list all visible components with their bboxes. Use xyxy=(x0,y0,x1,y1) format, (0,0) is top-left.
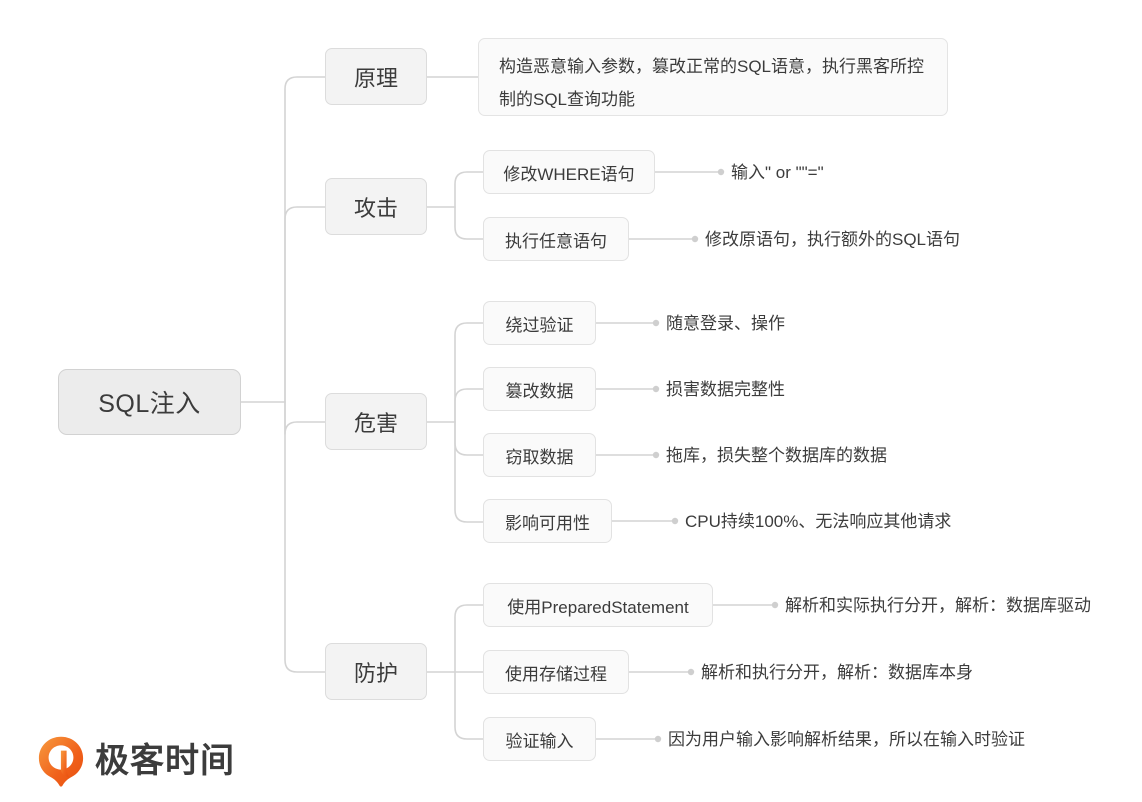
leaf-box-modify-where-label: 修改WHERE语句 xyxy=(503,164,635,184)
leaf-note-modify-where: 输入" or ""=" xyxy=(731,164,824,181)
leaf-note-bypass-auth-label: 随意登录、操作 xyxy=(666,314,785,333)
leaf-note-stored-procedure: 解析和执行分开，解析：数据库本身 xyxy=(701,664,973,681)
branch-node-attack[interactable]: 攻击 xyxy=(325,178,427,235)
root-node[interactable]: SQL注入 xyxy=(58,369,241,435)
leaf-note-steal-data: 拖库，损失整个数据库的数据 xyxy=(666,447,887,464)
brand-logo: 极客时间 xyxy=(38,736,235,788)
leaf-note-stored-procedure-label: 解析和执行分开，解析：数据库本身 xyxy=(701,663,973,682)
branch-node-principle-label: 原理 xyxy=(353,65,398,91)
leaf-box-availability[interactable]: 影响可用性 xyxy=(483,499,612,543)
leaf-box-stored-procedure-label: 使用存储过程 xyxy=(505,664,607,684)
leaf-note-prepared-statement-label: 解析和实际执行分开，解析：数据库驱动 xyxy=(785,596,1091,615)
branch-node-principle[interactable]: 原理 xyxy=(325,48,427,105)
leaf-note-availability: CPU持续100%、无法响应其他请求 xyxy=(685,513,951,530)
leaf-box-bypass-auth[interactable]: 绕过验证 xyxy=(483,301,596,345)
leaf-box-prepared-statement-label: 使用PreparedStatement xyxy=(507,597,689,617)
leaf-box-principle-description-label: 构造恶意输入参数，篡改正常的SQL语意，执行黑客所控制的SQL查询功能 xyxy=(499,57,925,109)
branch-node-protection[interactable]: 防护 xyxy=(325,643,427,700)
branch-node-attack-label: 攻击 xyxy=(353,195,398,221)
leaf-note-execute-arbitrary-label: 修改原语句，执行额外的SQL语句 xyxy=(705,230,961,249)
leaf-note-bypass-auth: 随意登录、操作 xyxy=(666,315,785,332)
leaf-box-validate-input[interactable]: 验证输入 xyxy=(483,717,596,761)
root-node-label: SQL注入 xyxy=(98,390,201,418)
leaf-note-execute-arbitrary: 修改原语句，执行额外的SQL语句 xyxy=(705,231,960,248)
leaf-box-bypass-auth-label: 绕过验证 xyxy=(505,315,574,335)
leaf-box-tamper-data-label: 篡改数据 xyxy=(505,381,574,401)
leaf-box-prepared-statement[interactable]: 使用PreparedStatement xyxy=(483,583,713,627)
leaf-box-steal-data-label: 窃取数据 xyxy=(505,447,574,467)
brand-name: 极客时间 xyxy=(95,741,235,780)
leaf-box-tamper-data[interactable]: 篡改数据 xyxy=(483,367,596,411)
leaf-box-steal-data[interactable]: 窃取数据 xyxy=(483,433,596,477)
leaf-box-stored-procedure[interactable]: 使用存储过程 xyxy=(483,650,629,694)
branch-node-protection-label: 防护 xyxy=(353,660,398,686)
leaf-box-modify-where[interactable]: 修改WHERE语句 xyxy=(483,150,655,194)
leaf-note-modify-where-label: 输入" or ""=" xyxy=(731,163,824,182)
branch-node-harm[interactable]: 危害 xyxy=(325,393,427,450)
leaf-note-steal-data-label: 拖库，损失整个数据库的数据 xyxy=(666,446,887,465)
leaf-box-availability-label: 影响可用性 xyxy=(505,513,590,533)
geektime-logo-icon xyxy=(38,736,84,788)
leaf-box-principle-description[interactable]: 构造恶意输入参数，篡改正常的SQL语意，执行黑客所控制的SQL查询功能 xyxy=(478,38,948,116)
leaf-note-tamper-data-label: 损害数据完整性 xyxy=(666,380,785,399)
leaf-note-validate-input: 因为用户输入影响解析结果，所以在输入时验证 xyxy=(668,731,1025,748)
leaf-box-execute-arbitrary-label: 执行任意语句 xyxy=(505,231,607,251)
leaf-box-validate-input-label: 验证输入 xyxy=(505,731,574,751)
branch-node-harm-label: 危害 xyxy=(353,410,398,436)
leaf-note-validate-input-label: 因为用户输入影响解析结果，所以在输入时验证 xyxy=(668,730,1025,749)
leaf-note-tamper-data: 损害数据完整性 xyxy=(666,381,785,398)
leaf-note-prepared-statement: 解析和实际执行分开，解析：数据库驱动 xyxy=(785,597,1091,614)
leaf-box-execute-arbitrary[interactable]: 执行任意语句 xyxy=(483,217,629,261)
leaf-note-availability-label: CPU持续100%、无法响应其他请求 xyxy=(685,512,952,531)
